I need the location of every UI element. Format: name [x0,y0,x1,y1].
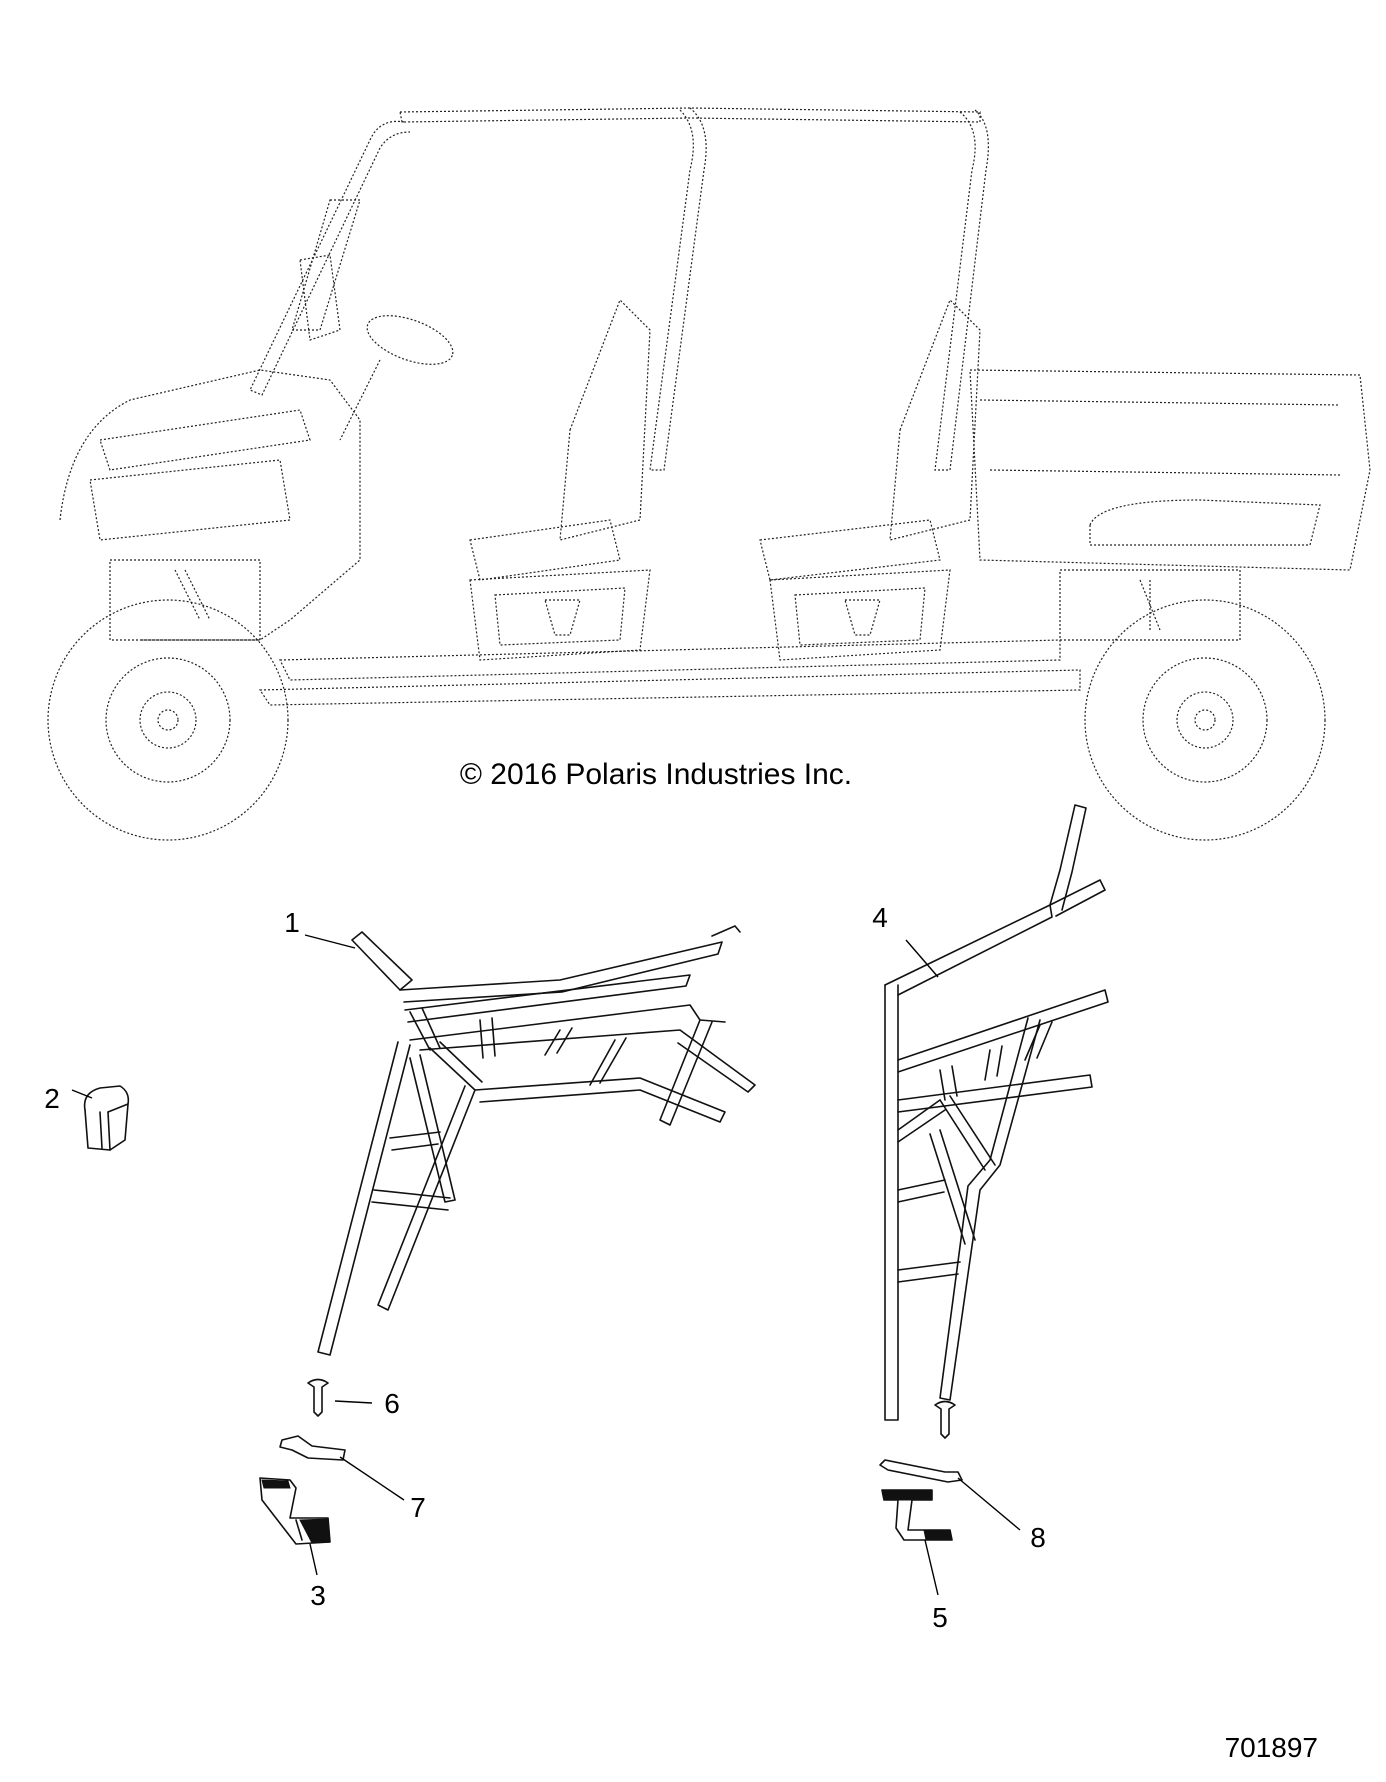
callout-3: 3 [310,1580,326,1611]
callout-2: 2 [44,1083,60,1114]
figure-number: 701897 [1225,1732,1318,1763]
leader-lines [71,934,1021,1596]
front-bracket-part [259,1477,331,1545]
push-rivet-part [307,1378,956,1439]
callout-5: 5 [932,1602,948,1633]
vehicle-illustration [47,107,1371,841]
callout-8: 8 [1030,1522,1046,1553]
callout-6: 6 [384,1388,400,1419]
callout-4: 4 [872,902,888,933]
clip-part [83,1085,130,1151]
front-cab-frame-part [317,925,756,1356]
rear-cab-frame-part [884,804,1109,1421]
rear-strap-part [879,1459,963,1483]
callout-7: 7 [410,1492,426,1523]
front-strap-part [279,1435,346,1461]
callout-1: 1 [284,907,300,938]
copyright-text: © 2016 Polaris Industries Inc. [460,758,852,791]
rear-bracket-part [881,1489,953,1541]
